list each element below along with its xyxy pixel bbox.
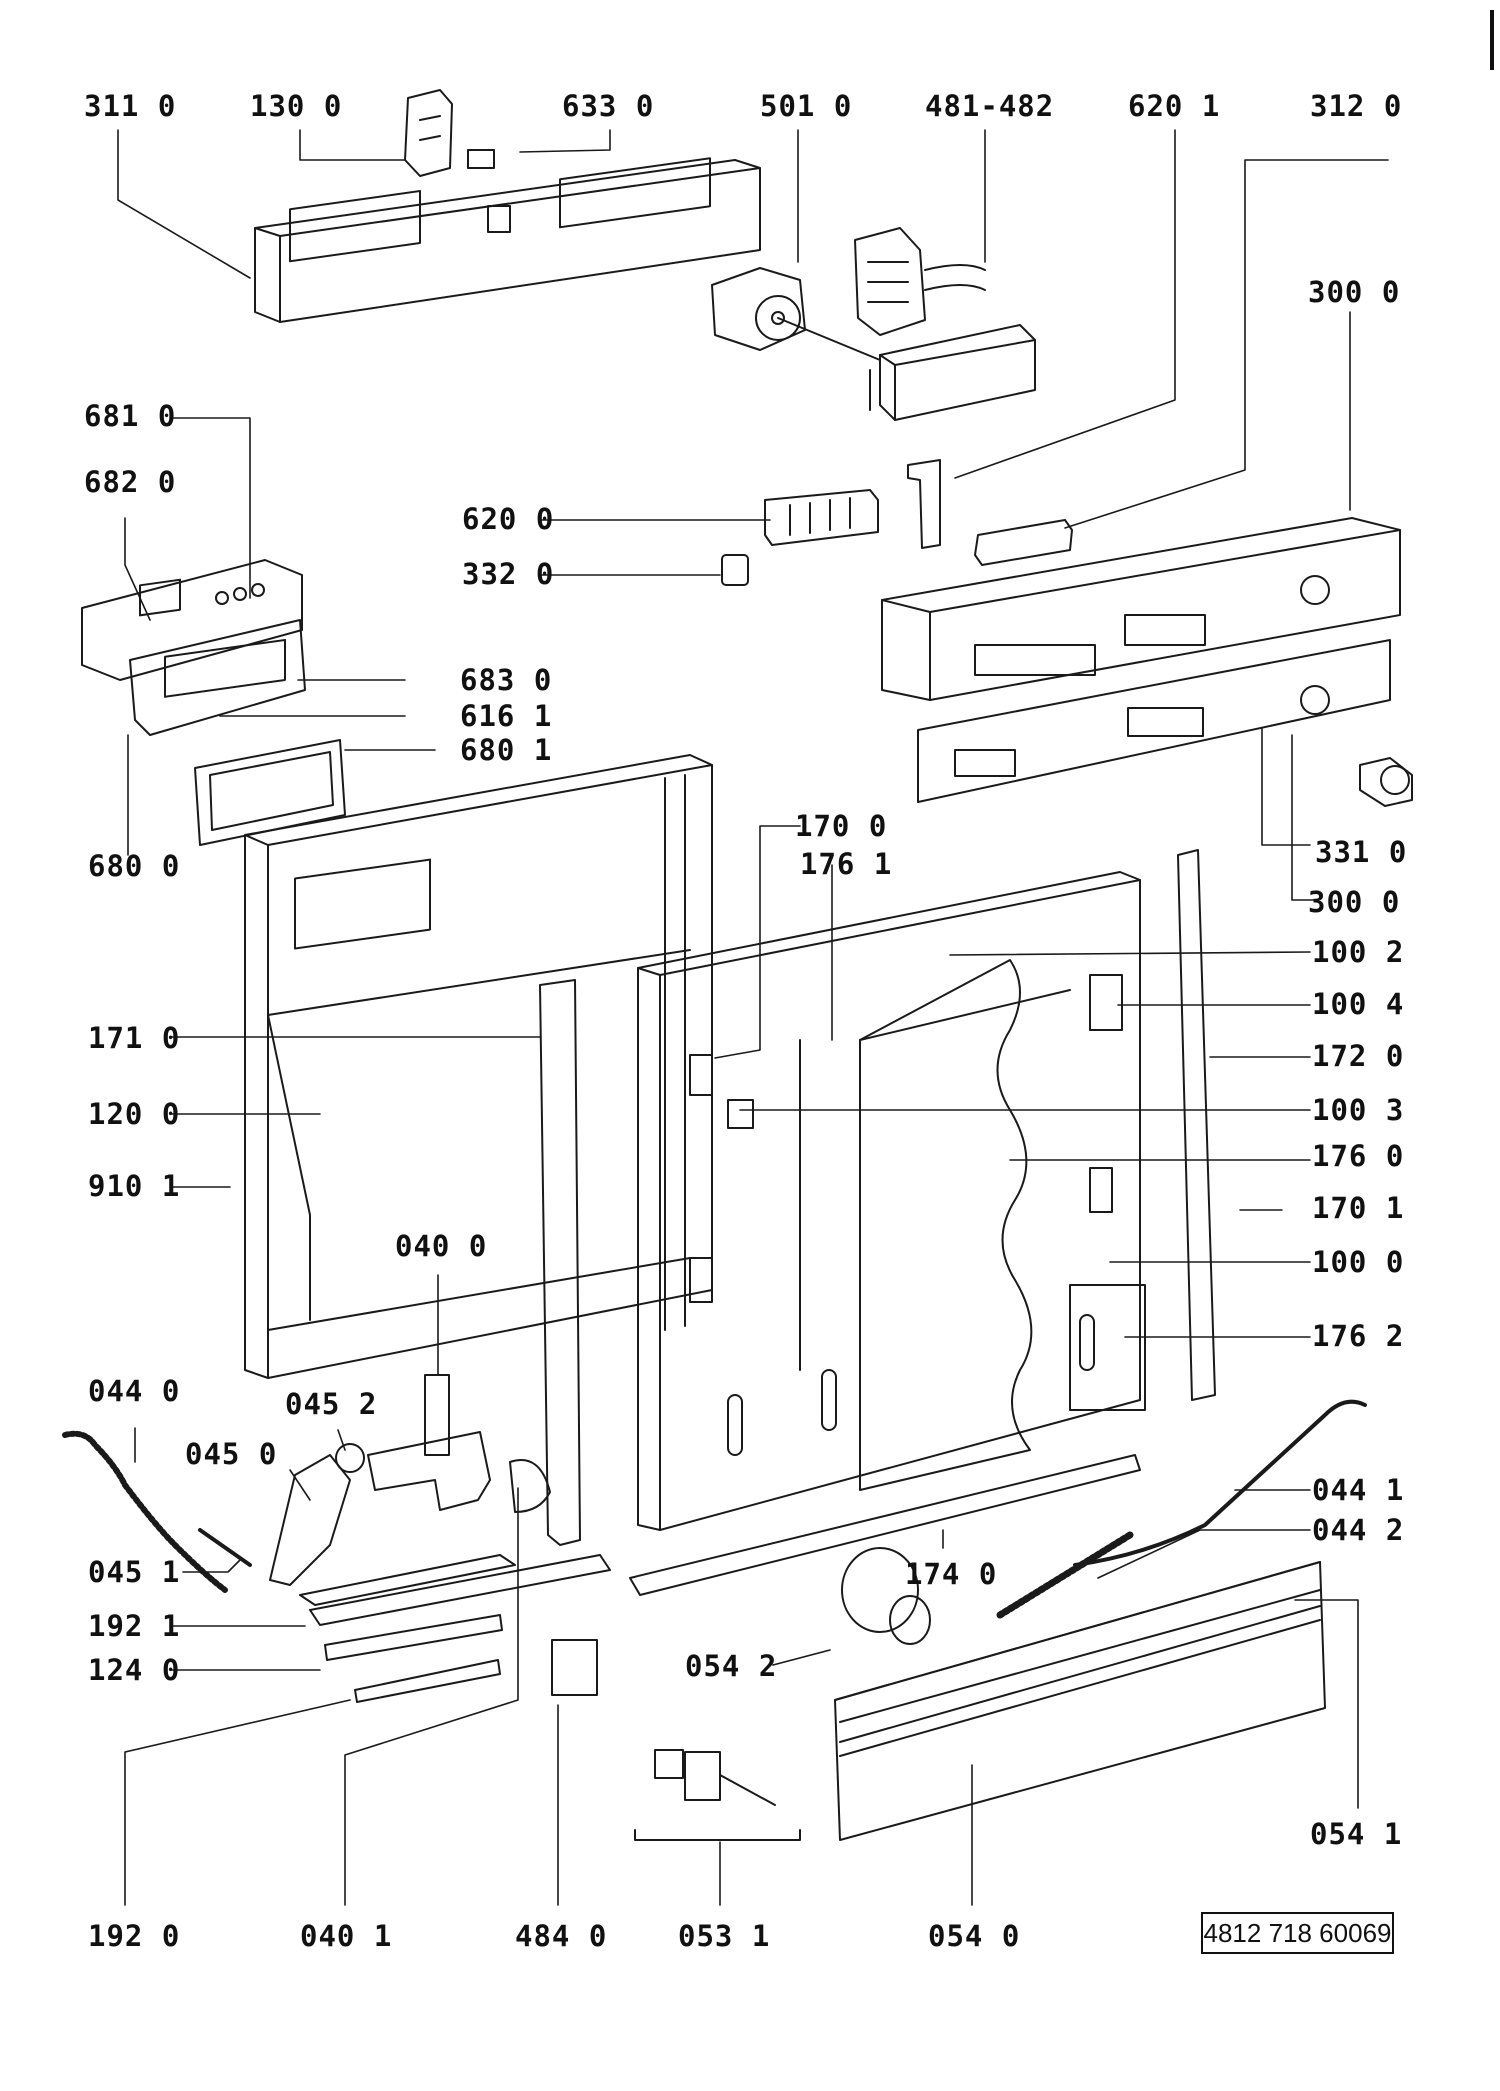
label-192-1: 192 1 <box>88 1609 181 1643</box>
plinth-panel-drawing <box>834 1561 1326 1841</box>
part-332-drawing <box>721 554 749 586</box>
side-strip-171-drawing <box>539 979 581 1546</box>
label-633-0: 633 0 <box>562 89 655 123</box>
label-682-0: 682 0 <box>84 465 177 499</box>
part-633-drawing <box>467 149 495 169</box>
label-300-0-mid: 300 0 <box>1308 885 1401 919</box>
part-484-drawing <box>551 1639 598 1696</box>
lower-rails-drawing <box>299 1554 611 1703</box>
label-171-0: 171 0 <box>88 1021 181 1055</box>
hinge-bracket-040-drawing <box>367 1374 491 1511</box>
label-910-1: 910 1 <box>88 1169 181 1203</box>
label-176-2: 176 2 <box>1312 1319 1405 1353</box>
label-054-1: 054 1 <box>1310 1817 1403 1851</box>
part-054-2-drawing <box>841 1547 931 1645</box>
label-172-0: 172 0 <box>1312 1039 1405 1073</box>
switch-130-drawing <box>404 89 453 177</box>
outer-door-panel-drawing <box>244 754 713 1379</box>
label-053-1: 053 1 <box>678 1919 771 1953</box>
timer-motor-drawing <box>711 267 881 361</box>
label-484-0: 484 0 <box>515 1919 608 1953</box>
label-100-2: 100 2 <box>1312 935 1405 969</box>
label-100-4: 100 4 <box>1312 987 1405 1021</box>
label-620-0: 620 0 <box>462 502 555 536</box>
hinge-spring-right-drawing <box>996 1399 1367 1619</box>
label-130-0: 130 0 <box>250 89 343 123</box>
label-176-0: 176 0 <box>1312 1139 1405 1173</box>
motor-bracket-drawing <box>869 324 1036 421</box>
part-100-4-drawing <box>1089 974 1123 1031</box>
label-040-0: 040 0 <box>395 1229 488 1263</box>
label-044-0: 044 0 <box>88 1374 181 1408</box>
inner-door-drawing <box>637 871 1146 1531</box>
leader-lines <box>117 129 1389 1906</box>
part-312-drawing <box>974 519 1073 566</box>
label-312-0: 312 0 <box>1310 89 1403 123</box>
label-332-0: 332 0 <box>462 557 555 591</box>
label-174-0: 174 0 <box>905 1557 998 1591</box>
label-680-0: 680 0 <box>88 849 181 883</box>
label-045-1: 045 1 <box>88 1555 181 1589</box>
label-501-0: 501 0 <box>760 89 853 123</box>
label-170-1: 170 1 <box>1312 1191 1405 1225</box>
label-045-2: 045 2 <box>285 1387 378 1421</box>
label-100-3: 100 3 <box>1312 1093 1405 1127</box>
part-053-1-drawing <box>634 1749 801 1841</box>
label-331-0: 331 0 <box>1315 835 1408 869</box>
hinge-spring-left-drawing <box>62 1430 365 1593</box>
label-481-482: 481-482 <box>925 89 1055 123</box>
side-strip-172-drawing <box>1177 849 1216 1401</box>
label-120-0: 120 0 <box>88 1097 181 1131</box>
registration-mark <box>1490 10 1494 70</box>
label-044-2: 044 2 <box>1312 1513 1405 1547</box>
label-100-0: 100 0 <box>1312 1245 1405 1279</box>
label-192-0: 192 0 <box>88 1919 181 1953</box>
label-683-0: 683 0 <box>460 663 553 697</box>
document-number: 4812 718 60069 <box>1201 1912 1394 1954</box>
label-044-1: 044 1 <box>1312 1473 1405 1507</box>
knob-331-drawing <box>1359 757 1413 807</box>
label-311-0: 311 0 <box>84 89 177 123</box>
control-panel-drawing <box>881 517 1401 803</box>
switch-block-620-drawing <box>764 489 879 546</box>
label-170-0: 170 0 <box>795 809 888 843</box>
part-040-1-drawing <box>509 1459 551 1513</box>
label-054-2: 054 2 <box>685 1649 778 1683</box>
dispenser-drawing <box>81 559 306 736</box>
label-040-1: 040 1 <box>300 1919 393 1953</box>
connector-481-drawing <box>854 227 986 336</box>
label-300-0-top: 300 0 <box>1308 275 1401 309</box>
label-176-1: 176 1 <box>800 847 893 881</box>
label-045-0: 045 0 <box>185 1437 278 1471</box>
gasket-680-1-drawing <box>194 739 346 846</box>
label-054-0: 054 0 <box>928 1919 1021 1953</box>
label-616-1: 616 1 <box>460 699 553 733</box>
control-bracket-drawing <box>254 157 761 323</box>
label-124-0: 124 0 <box>88 1653 181 1687</box>
clip-620-1-drawing <box>907 459 941 549</box>
label-680-1: 680 1 <box>460 733 553 767</box>
bottom-rail-174-drawing <box>629 1454 1141 1596</box>
label-620-1: 620 1 <box>1128 89 1221 123</box>
label-681-0: 681 0 <box>84 399 177 433</box>
